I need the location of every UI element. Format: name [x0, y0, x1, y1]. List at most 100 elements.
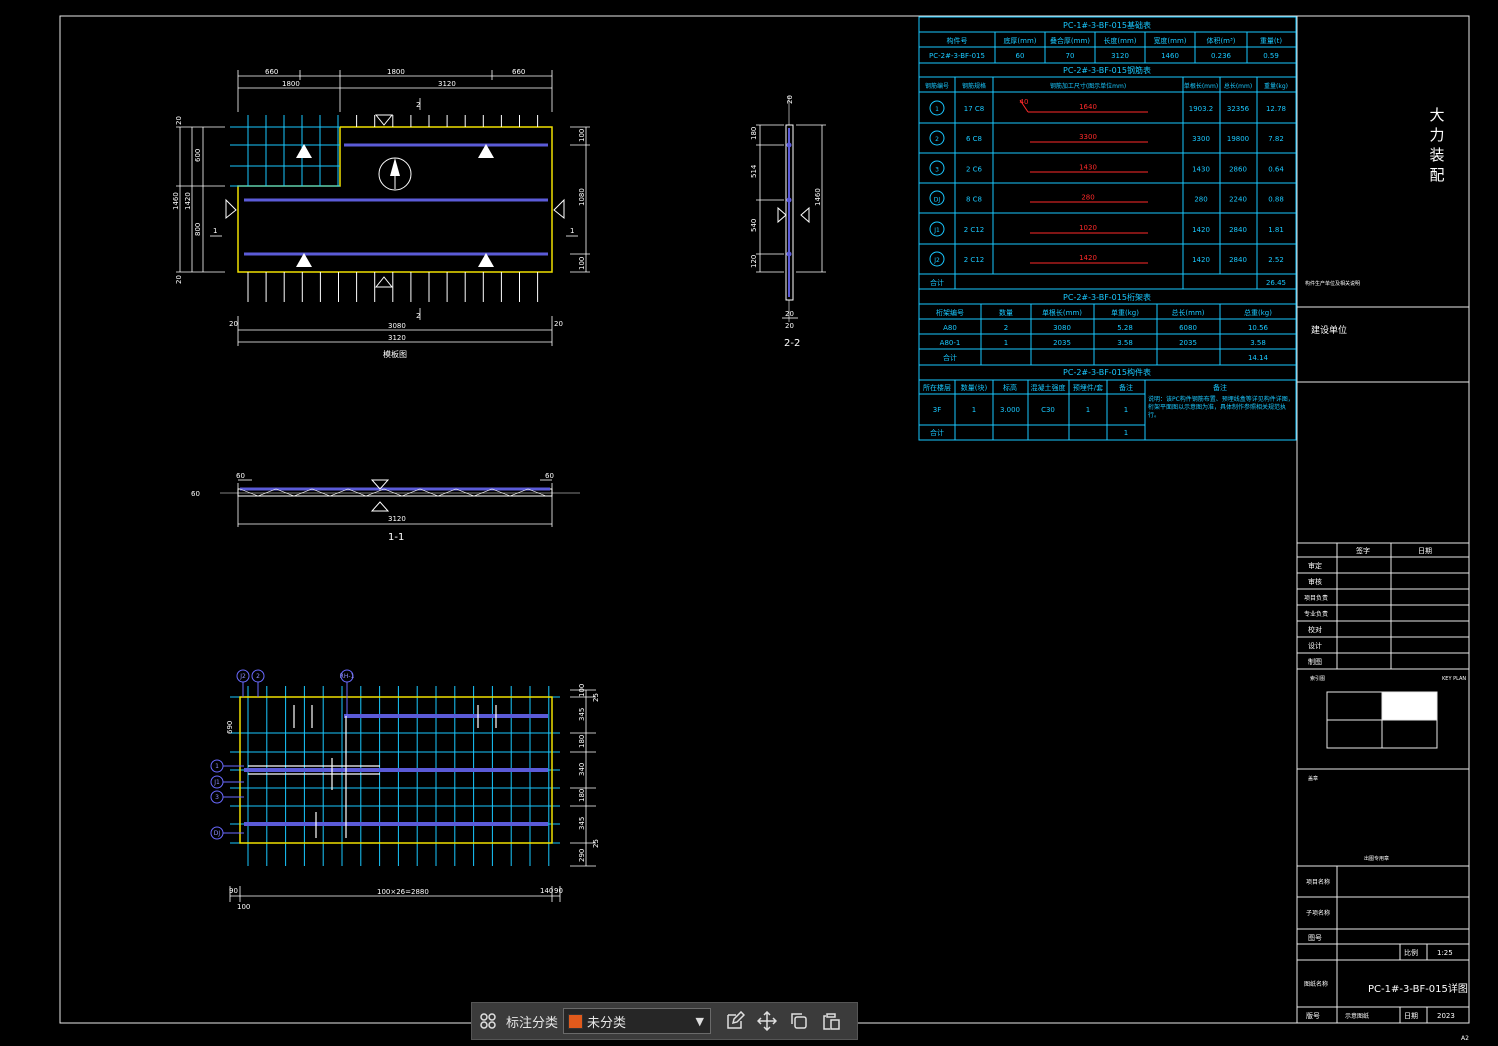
dim-bottom-4: 3120: [388, 334, 406, 342]
rebar-cell-mark: 2: [935, 136, 939, 143]
rebar-cell-len: 280: [1194, 196, 1207, 204]
rebar-cell-len: 3300: [1192, 135, 1210, 143]
sec2-dim-left-1: 20: [786, 95, 794, 104]
rebar-circle-J1: J1: [213, 779, 220, 786]
truss-cell: 3080: [1053, 324, 1071, 332]
dim-left-5: 800: [194, 223, 202, 236]
drawing-no-label: 图号: [1308, 934, 1322, 942]
rebar-cell-mark: J1: [933, 227, 940, 234]
paste-icon[interactable]: [815, 1003, 847, 1039]
rebar-cell-shape: 1640: [1079, 103, 1097, 111]
rebar-dim-bottom-4: 140: [540, 887, 553, 895]
rebar-cell-total: 2860: [1229, 165, 1247, 173]
category-color-swatch: [568, 1013, 584, 1029]
rebar-cell-weight: 7.82: [1268, 135, 1284, 143]
table-part-h3: 标高: [1003, 383, 1017, 392]
table-info-c5: 1460: [1161, 52, 1179, 60]
version-value: 示意图纸: [1345, 1012, 1369, 1020]
table-info-c1: PC-2#-3-BF-015: [929, 52, 985, 60]
table-info-h1: 构件号: [947, 36, 968, 45]
section-2-2: 20 180 514 540 120 1460 20 20 2-2: [750, 95, 826, 349]
truss-cell: 10.56: [1248, 324, 1269, 332]
category-selected-value: 未分类: [587, 1015, 627, 1031]
rebar-dim-right-1: 100: [578, 684, 586, 697]
key-plan-label: KEY PLAN: [1442, 676, 1466, 682]
dim-left-1: 20: [175, 116, 183, 125]
rebar-dim-bottom-2: 100: [237, 903, 250, 911]
table-rebar-total-label: 合计: [930, 278, 944, 287]
truss-cell: 5.28: [1117, 324, 1133, 332]
move-icon[interactable]: [751, 1003, 783, 1039]
mark-2-bottom: 2: [416, 312, 420, 320]
scale-label: 比例: [1404, 948, 1418, 957]
rebar-cell-len: 1430: [1192, 165, 1210, 173]
rebar-cell-len: 1420: [1192, 226, 1210, 234]
scale-value: 1:25: [1437, 949, 1453, 957]
drawing-name: PC-1#-3-BF-015详图: [1368, 982, 1468, 995]
role-7: 制图: [1308, 657, 1322, 666]
rebar-cell-spec: 2 C12: [964, 226, 984, 234]
table-part-h4: 混凝土强度: [1031, 383, 1066, 392]
role-5: 校对: [1308, 625, 1322, 634]
table-truss-total-label: 合计: [943, 353, 957, 362]
rebar-cell-shape: 1020: [1079, 224, 1097, 232]
plan-caption: 模板图: [383, 349, 407, 359]
dim-right-3: 100: [578, 257, 586, 270]
sec1-label: 1-1: [388, 532, 404, 543]
rebar-cell-total: 2840: [1229, 226, 1247, 234]
rebar-cell-total: 2240: [1229, 196, 1247, 204]
rebar-dim-right-6: 345: [578, 817, 586, 830]
dim-top-1: 660: [265, 68, 278, 76]
rebar-cell-shape: 280: [1081, 194, 1094, 202]
dim-right-1: 100: [578, 129, 586, 142]
annotation-category-select[interactable]: 未分类 ▼: [563, 1008, 712, 1034]
rebar-circle-DJ: DJ: [214, 830, 221, 837]
rebar-cell-total: 19800: [1227, 135, 1249, 143]
table-part-total-value: 1: [1124, 429, 1128, 437]
sec1-dim-left: 60: [236, 472, 245, 480]
company-name-box: 大力装配: [1429, 106, 1445, 184]
chevron-down-icon: ▼: [695, 1015, 705, 1028]
table-part-total-label: 合计: [930, 428, 944, 437]
grid-icon[interactable]: [472, 1003, 504, 1039]
dim-top-4: 1800: [282, 80, 300, 88]
company-name: 大力装配: [1429, 106, 1445, 184]
drawing-frame: [59, 15, 1470, 1024]
rebar-cell-weight: 12.78: [1266, 105, 1286, 113]
dim-bottom-1: 20: [229, 320, 238, 328]
rebar-cell-shape: 1420: [1079, 254, 1097, 262]
sec1-dim-side: 60: [191, 490, 200, 498]
rebar-plan-view: J2 2 RH-1 1 J1 3 DJ: [210, 669, 600, 911]
sec1-dim-width: 3120: [388, 515, 406, 523]
edit-icon[interactable]: [719, 1003, 751, 1039]
tables: [918, 16, 1297, 441]
rebar-dim-bottom-3: 100×26=2880: [377, 888, 429, 896]
rebar-cell-spec: 6 C8: [966, 135, 982, 143]
copy-icon[interactable]: [783, 1003, 815, 1039]
rebar-dim-right-2: 345: [578, 708, 586, 721]
sec2-dim-left-3: 514: [750, 164, 758, 178]
rebar-dim-right-7: 290: [578, 849, 586, 862]
dim-top-3: 660: [512, 68, 525, 76]
rebar-dim-right-4: 340: [578, 763, 586, 776]
table-rebar-h3: 钢筋加工尺寸(图示单位mm): [1050, 82, 1126, 90]
rebar-cell-mark: J2: [933, 257, 940, 264]
table-part-h5: 预埋件/套: [1073, 383, 1103, 392]
rebar-circle-RH1: RH-1: [340, 673, 355, 680]
table-rebar-total-value: 26.45: [1266, 279, 1286, 287]
rebar-cell-weight: 0.64: [1268, 165, 1284, 173]
project-row-2: 子项名称: [1306, 909, 1330, 917]
sec2-dim-left-2: 180: [750, 127, 758, 140]
table-info-c7: 0.59: [1263, 52, 1279, 60]
truss-cell: 3.58: [1117, 339, 1133, 347]
role-1: 审定: [1308, 561, 1322, 570]
rebar-dim-left: 690: [226, 721, 234, 734]
rebar-cell-spec: 2 C6: [966, 165, 983, 173]
sign-header-2: 日期: [1418, 547, 1432, 555]
table-part-c6: 1: [1124, 406, 1128, 414]
role-6: 设计: [1308, 641, 1322, 650]
rebar-dim-bottom-1: 90: [229, 887, 238, 895]
